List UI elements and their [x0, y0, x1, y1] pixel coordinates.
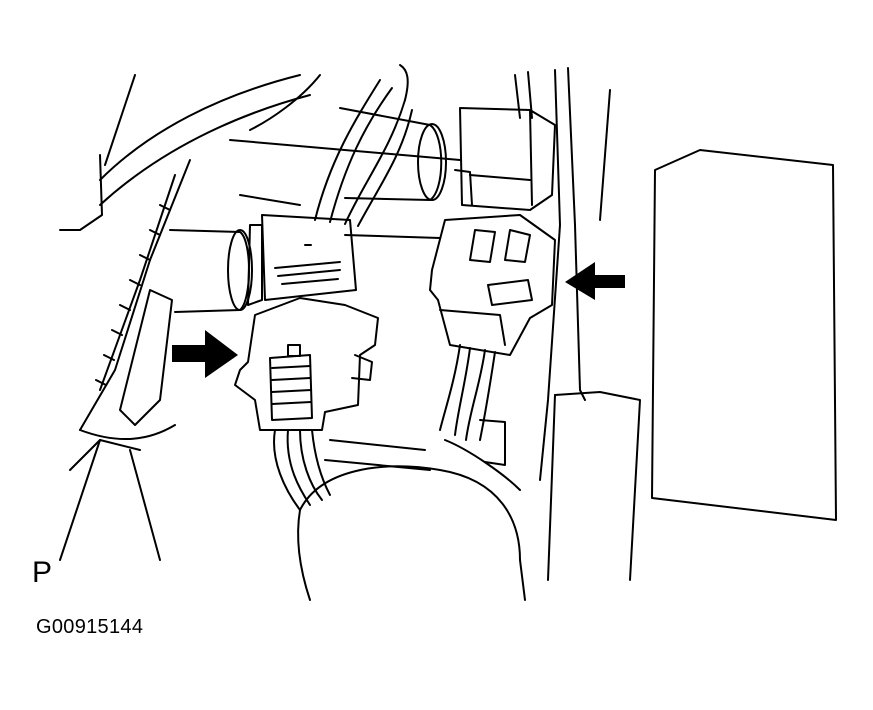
left-bracket [59, 159, 191, 561]
bottom-hose [297, 439, 526, 601]
right-upper-connector [454, 107, 556, 211]
view-label: P [32, 556, 53, 589]
right-front-connector [429, 214, 556, 356]
arrow-right-icon [172, 330, 238, 378]
left-lower-wires [273, 429, 331, 511]
arrow-left-icon [565, 262, 625, 300]
right-lower-wires [439, 344, 506, 466]
upper-wires [314, 64, 533, 227]
frame-rails [229, 139, 461, 471]
figure-code: G00915144 [36, 616, 144, 638]
right-frame [539, 67, 641, 581]
upper-hose [59, 74, 321, 231]
right-panel [651, 149, 837, 521]
left-connector [234, 214, 379, 431]
